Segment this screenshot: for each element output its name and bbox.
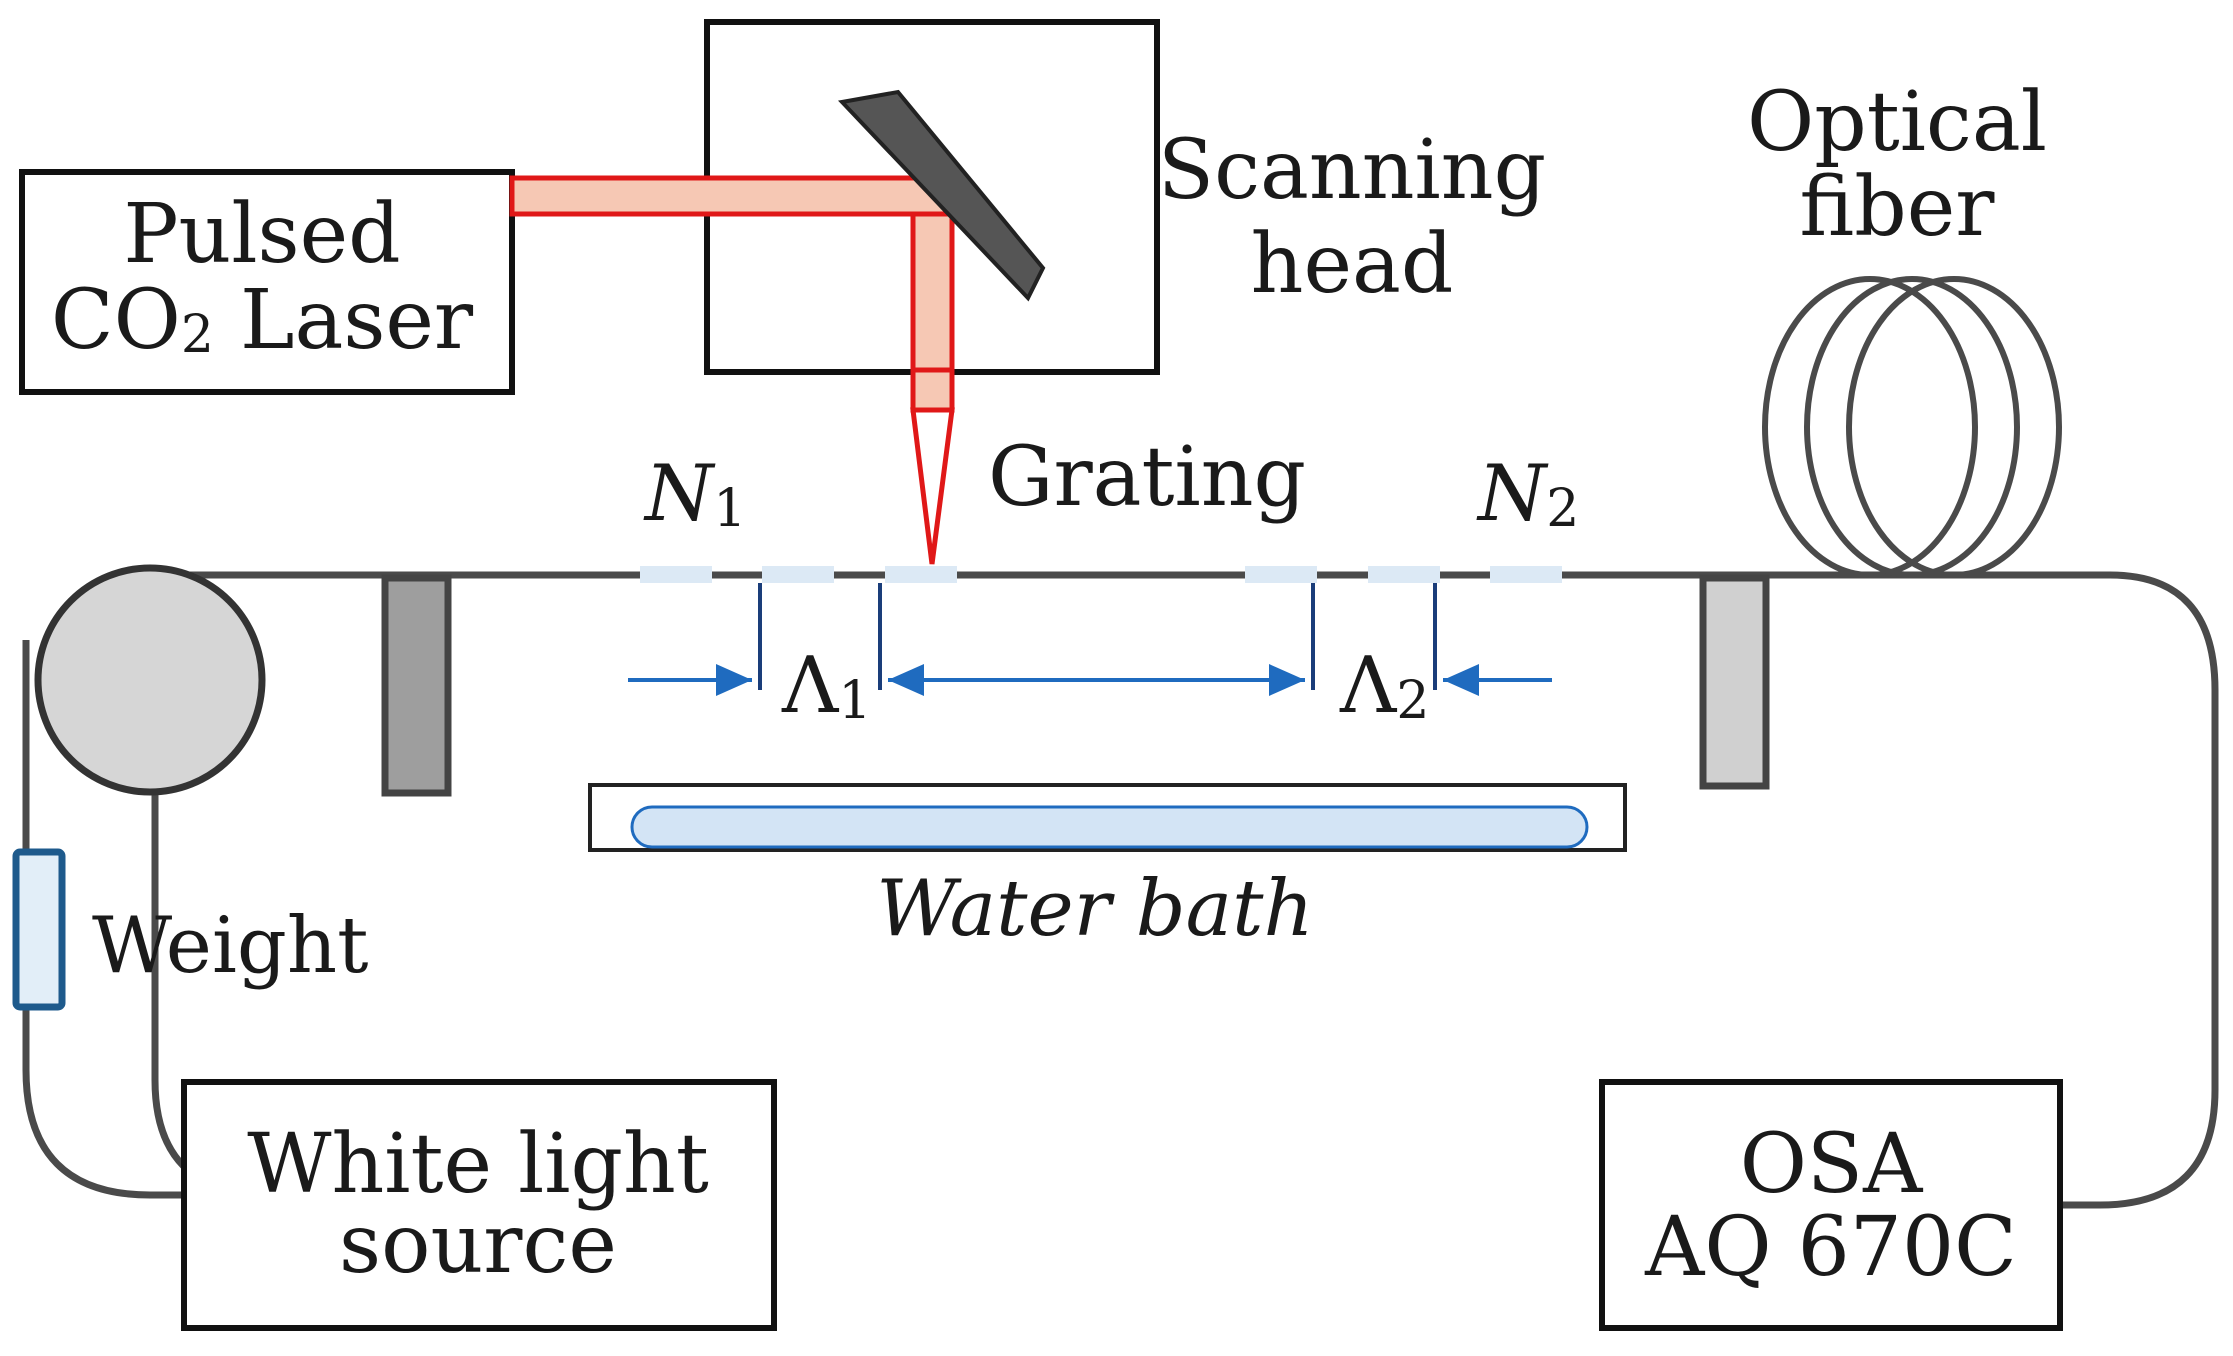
optical-fiber-coil: [1762, 276, 2062, 578]
grating-segment: [640, 566, 712, 583]
laser-beam-exit: [910, 367, 955, 413]
scanning-head-label-line1: Scanning: [1158, 123, 1546, 218]
laser-focus-cone: [910, 407, 955, 565]
grating-segment: [885, 566, 957, 583]
laser-label-line1: Pulsed: [123, 187, 400, 282]
fiber-pulley-wheel: [34, 564, 266, 796]
n2-label: N2: [1476, 449, 1579, 539]
scanning-head-label-line2: head: [1251, 217, 1454, 312]
fiber-holder-right: [1699, 574, 1770, 790]
osa-box: [1599, 1079, 2063, 1331]
laser-beam-horizontal: [509, 175, 955, 217]
water-bath-water: [630, 805, 1589, 849]
white-light-source-box: [181, 1079, 777, 1331]
osa-label-line2: AQ 670C: [1644, 1200, 2017, 1295]
grating-segments: [640, 566, 1562, 583]
lambda1-label: Λ1: [781, 641, 871, 731]
grating-segment: [1490, 566, 1562, 583]
weight-label: Weight: [92, 901, 368, 991]
laser-beam-vertical: [910, 211, 955, 373]
fiber-holder-left: [381, 574, 452, 797]
scanning-mirror: [837, 89, 1046, 302]
lambda2-label: Λ2: [1339, 641, 1429, 731]
water-bath-label: Water bath: [876, 864, 1314, 954]
grating-segment: [1368, 566, 1440, 583]
grating-segment: [1245, 566, 1317, 583]
period-markers: [758, 583, 1437, 690]
laser-box: [19, 169, 515, 395]
osa-label-line1: OSA: [1740, 1117, 1924, 1212]
weight-block: [12, 848, 66, 1011]
optical-fiber-label-line1: Optical: [1747, 75, 2047, 170]
grating-label: Grating: [988, 430, 1306, 525]
grating-segment: [762, 566, 834, 583]
white-light-source-label-line1: White light: [247, 1117, 709, 1212]
white-light-source-label-line2: source: [339, 1197, 617, 1292]
n1-label: N1: [643, 449, 746, 539]
optical-fiber-label-line2: fiber: [1800, 160, 1996, 255]
laser-label-line2: CO2 Laser: [51, 273, 474, 368]
